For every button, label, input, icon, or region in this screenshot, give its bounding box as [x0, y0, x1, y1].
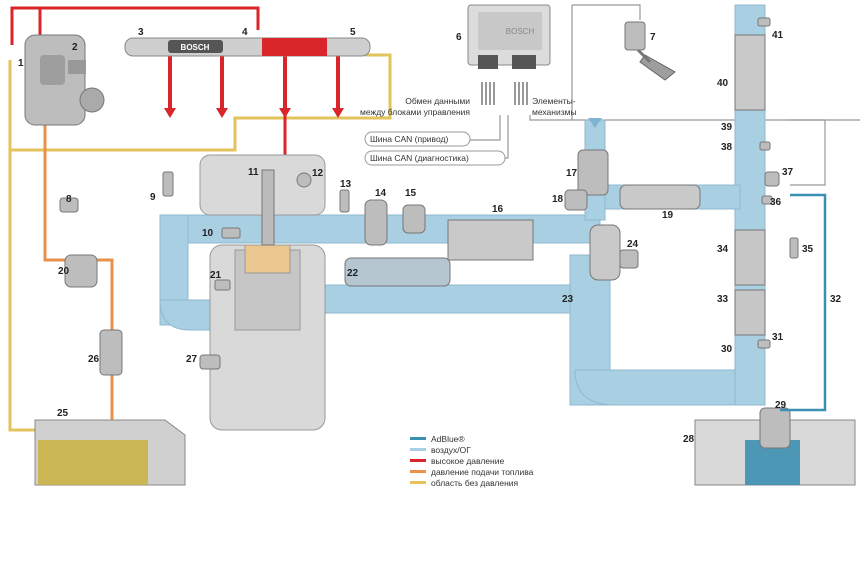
component-number-11: 11 — [248, 167, 259, 178]
high-pressure-pump — [24, 34, 105, 126]
air-inlet-arrow — [588, 118, 602, 128]
legend-label-adblue: AdBlue® — [431, 434, 465, 444]
common-rail: BOSCH — [124, 37, 371, 57]
ecu-brand-text: BOSCH — [506, 27, 535, 36]
component-number-20: 20 — [58, 266, 70, 277]
component-number-13: 13 — [340, 179, 352, 190]
component-number-24: 24 — [627, 239, 639, 250]
legend-swatch-air — [410, 448, 426, 451]
adblue-tank — [694, 407, 856, 486]
component-number-18: 18 — [552, 194, 564, 205]
component-number-16: 16 — [492, 204, 504, 215]
rail-brand-text: BOSCH — [181, 43, 210, 52]
injector-outlets — [164, 55, 344, 118]
component-number-17: 17 — [566, 168, 578, 179]
component-number-10: 10 — [202, 228, 214, 239]
component-number-37: 37 — [782, 167, 794, 178]
component-number-40: 40 — [717, 78, 729, 89]
component-number-25: 25 — [57, 408, 69, 419]
component-numbers: 1 2 3 4 5 6 7 8 9 10 11 12 13 14 15 16 1… — [18, 27, 842, 445]
data-exchange-label-1: Обмен данными — [405, 96, 470, 106]
legend-swatch-adblue — [410, 437, 426, 440]
component-number-34: 34 — [717, 244, 729, 255]
component-number-41: 41 — [772, 30, 784, 41]
component-number-6: 6 — [456, 32, 462, 43]
component-number-36: 36 — [770, 197, 782, 208]
component-number-38: 38 — [721, 142, 733, 153]
legend-swatch-feed-pressure — [410, 470, 426, 473]
component-number-9: 9 — [150, 192, 156, 203]
actuators-label-2: механизмы — [532, 107, 577, 117]
legend-label-air: воздух/ОГ — [431, 445, 471, 455]
component-number-30: 30 — [721, 344, 733, 355]
component-number-19: 19 — [662, 210, 674, 221]
engine — [199, 154, 326, 431]
legend: AdBlue® воздух/ОГ высокое давление давле… — [410, 434, 534, 488]
component-number-1: 1 — [18, 58, 24, 69]
component-number-26: 26 — [88, 354, 100, 365]
legend-label-feed-pressure: давление подачи топлива — [431, 467, 534, 477]
component-number-14: 14 — [375, 188, 387, 199]
fuel-tank — [34, 419, 186, 486]
accelerator-pedal — [624, 21, 676, 81]
component-number-21: 21 — [210, 270, 222, 281]
component-number-4: 4 — [242, 27, 248, 38]
component-number-7: 7 — [650, 32, 656, 43]
sensors — [59, 17, 799, 376]
component-number-31: 31 — [772, 332, 784, 343]
legend-swatch-no-pressure — [410, 481, 426, 484]
component-number-2: 2 — [72, 42, 78, 53]
component-number-12: 12 — [312, 168, 324, 179]
component-number-33: 33 — [717, 294, 729, 305]
component-number-28: 28 — [683, 434, 695, 445]
component-number-5: 5 — [350, 27, 356, 38]
component-number-8: 8 — [66, 194, 72, 205]
actuators-label-1: Элементы- — [532, 96, 576, 106]
component-number-27: 27 — [186, 354, 198, 365]
component-number-23: 23 — [562, 294, 574, 305]
component-number-32: 32 — [830, 294, 842, 305]
can-diag-box — [364, 150, 506, 166]
component-number-39: 39 — [721, 122, 733, 133]
data-exchange-label-2: между блоками управления — [360, 107, 470, 117]
legend-swatch-high-pressure — [410, 459, 426, 462]
legend-label-high-pressure: высокое давление — [431, 456, 504, 466]
adblue-line — [780, 193, 827, 412]
legend-label-no-pressure: область без давления — [431, 478, 519, 488]
can-diag-label: Шина CAN (диагностика) — [370, 153, 469, 163]
component-number-35: 35 — [802, 244, 814, 255]
engine-control-unit: BOSCH — [467, 4, 551, 69]
can-drive-label: Шина CAN (привод) — [370, 134, 448, 144]
data-lines — [481, 82, 528, 105]
can-drive-box — [364, 131, 471, 147]
component-number-15: 15 — [405, 188, 417, 199]
component-number-29: 29 — [775, 400, 787, 411]
component-number-22: 22 — [347, 268, 359, 279]
component-number-3: 3 — [138, 27, 144, 38]
